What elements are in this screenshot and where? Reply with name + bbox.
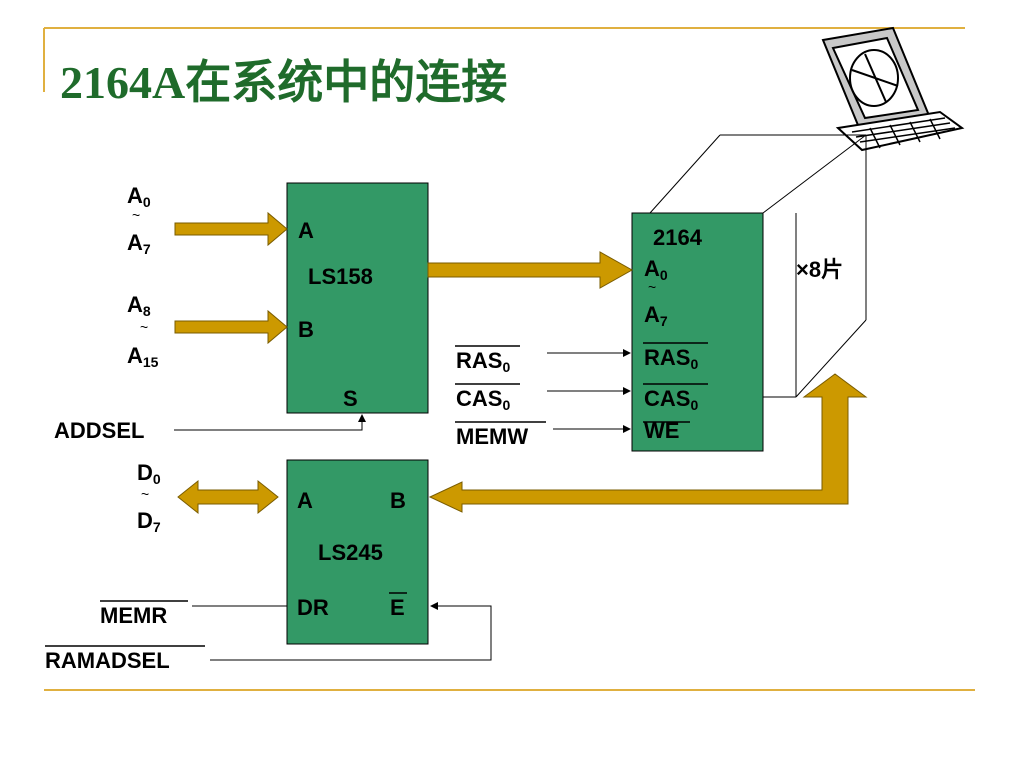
ram-data-bus-arrow xyxy=(428,373,868,513)
addr-high-bottom-label: A15 xyxy=(127,343,159,370)
ram-addr-bottom: A7 xyxy=(644,302,668,329)
ls245-name: LS245 xyxy=(318,540,383,565)
addr-low-bottom-label: A7 xyxy=(127,230,151,257)
ram-name: 2164 xyxy=(653,225,703,250)
ls158-pin-a: A xyxy=(298,218,314,243)
ls245-chip xyxy=(286,459,429,645)
computer-clipart-icon xyxy=(821,26,965,152)
ls158-pin-s: S xyxy=(343,386,358,411)
page-title: 2164A在系统中的连接 xyxy=(60,57,507,108)
addsel-line xyxy=(174,414,366,431)
ramadsel-line xyxy=(210,602,492,661)
addsel-label: ADDSEL xyxy=(54,418,144,443)
ram-2164-chip xyxy=(631,212,764,452)
signal-memw-label: MEMW xyxy=(456,424,528,449)
memr-label: MEMR xyxy=(100,603,167,628)
addr-low-top-label: A0 xyxy=(127,183,151,210)
addr-low-tilde: ~ xyxy=(132,207,140,223)
ram-stack-outline xyxy=(649,134,867,398)
ls245-pin-dr: DR xyxy=(297,595,329,620)
signal-cas-label: CAS0 xyxy=(456,386,510,413)
data-top-label: D0 xyxy=(137,460,161,487)
data-tilde: ~ xyxy=(141,486,149,502)
multiplexed-addr-bus-arrow xyxy=(427,251,634,289)
ls158-pin-b: B xyxy=(298,317,314,342)
addr-low-bus-arrow xyxy=(174,211,288,247)
addr-high-bus-arrow xyxy=(174,309,288,345)
ls158-name: LS158 xyxy=(308,264,373,289)
signal-ras-label: RAS0 xyxy=(456,348,510,375)
chip-multiplier: ×8片 xyxy=(796,257,843,282)
addr-high-top-label: A8 xyxy=(127,292,151,319)
ls158-chip xyxy=(286,182,429,414)
data-bottom-label: D7 xyxy=(137,508,161,535)
ram-pin-cas: CAS0 xyxy=(644,386,698,413)
data-bus-double-arrow xyxy=(177,479,279,515)
ls245-pin-a: A xyxy=(297,488,313,513)
ls245-pin-b: B xyxy=(390,488,406,513)
ls245-pin-e: E xyxy=(390,595,405,620)
ram-addr-top: A0 xyxy=(644,256,668,283)
addr-high-tilde: ~ xyxy=(140,319,148,335)
ram-addr-tilde: ~ xyxy=(648,279,656,295)
ramadsel-label: RAMADSEL xyxy=(45,648,170,673)
ram-pin-ras: RAS0 xyxy=(644,345,698,372)
